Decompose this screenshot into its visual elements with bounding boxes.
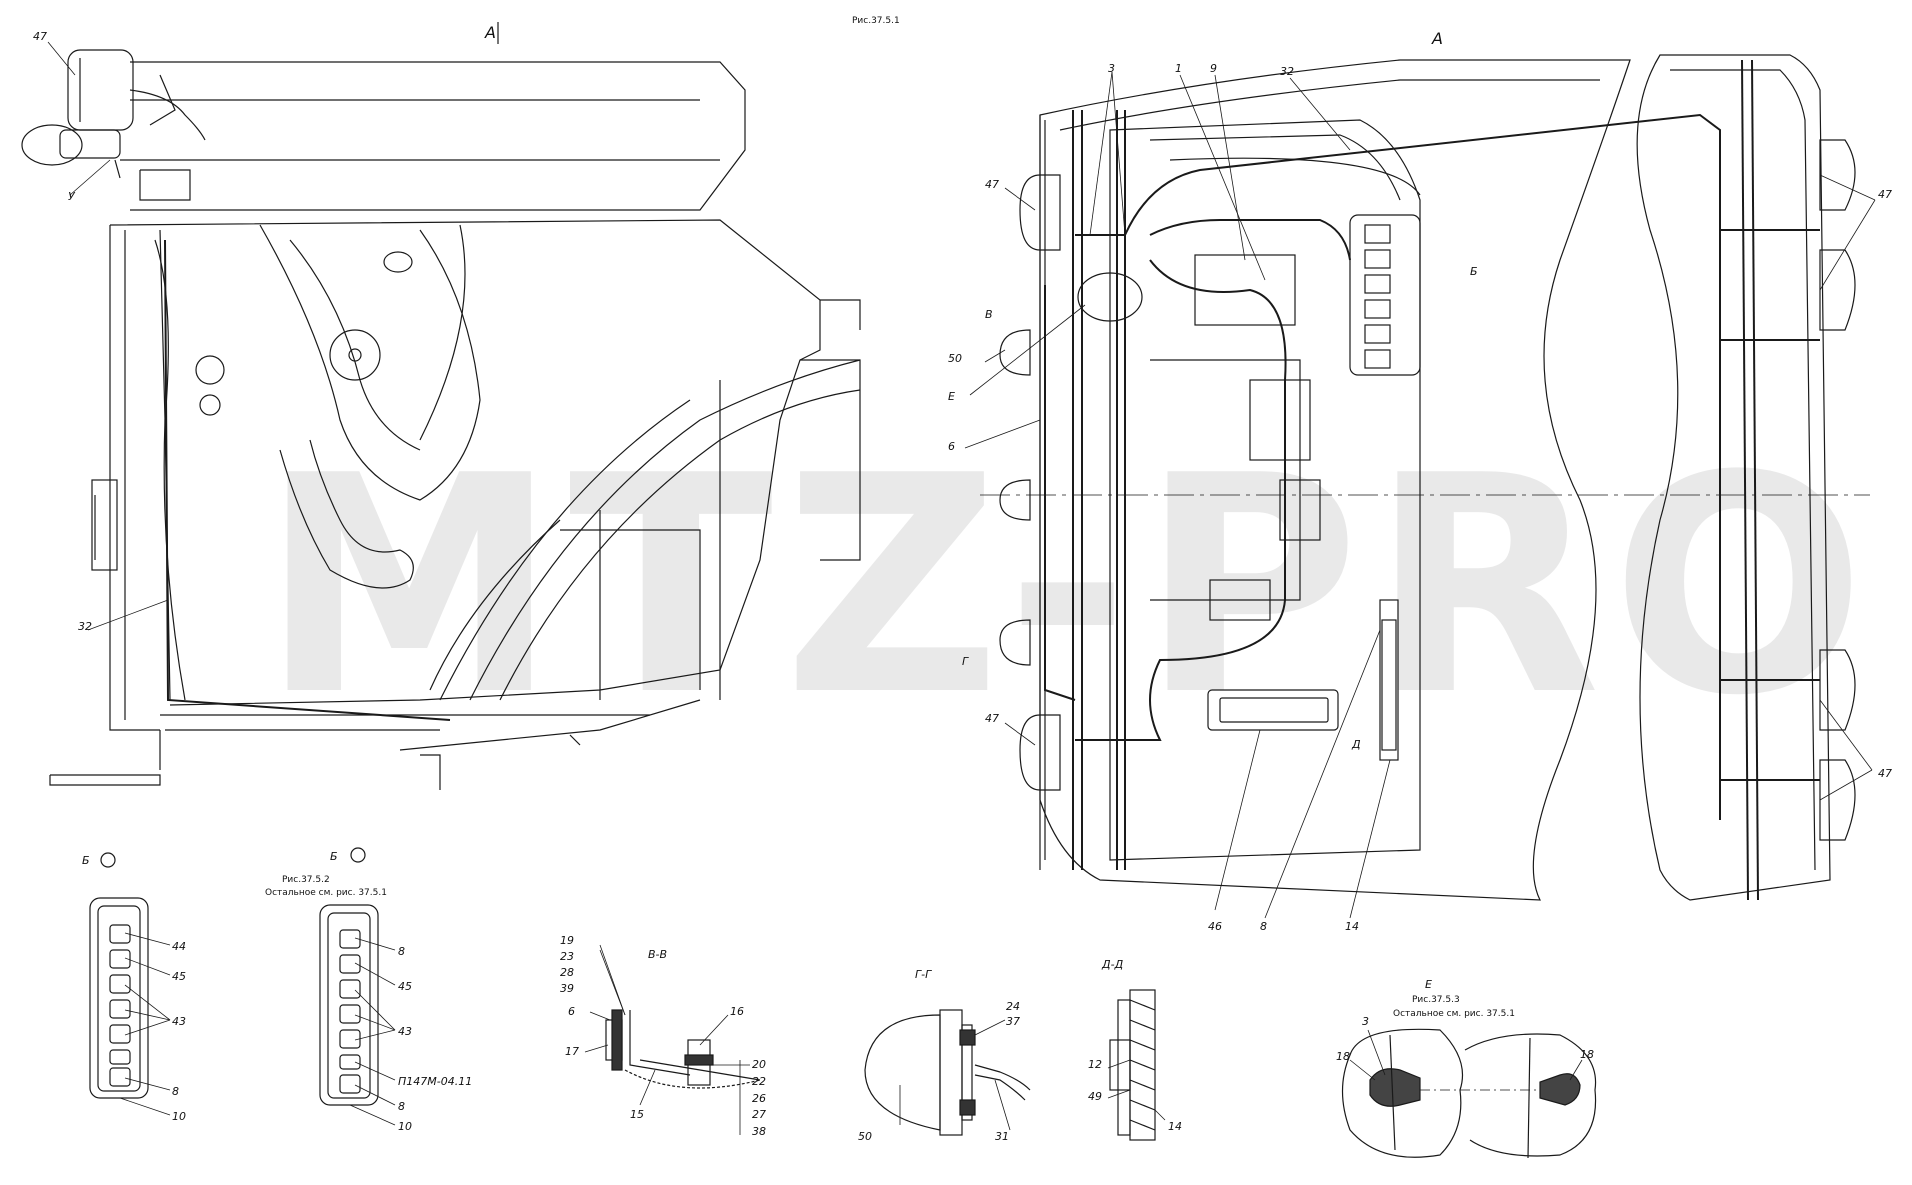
beacon-50 xyxy=(864,1014,941,1131)
callout-u: У xyxy=(68,190,76,203)
vv-15: 15 xyxy=(630,1108,644,1121)
section-gg-title: Г-Г xyxy=(915,968,932,981)
section-vv-title: В-В xyxy=(648,948,667,961)
gg-31: 31 xyxy=(995,1130,1009,1143)
e-18a: 18 xyxy=(1336,1050,1350,1063)
section-vv xyxy=(584,944,761,1135)
section-mark-g: Г xyxy=(962,655,969,668)
b2-8b: 8 xyxy=(398,1100,405,1113)
vv-26: 26 xyxy=(752,1092,766,1105)
watermark: MTZ-PRO xyxy=(260,412,1876,761)
vv-22: 22 xyxy=(752,1075,766,1088)
harness-32-left xyxy=(164,239,451,721)
callout-e: Е xyxy=(948,390,955,403)
vv-17: 17 xyxy=(565,1045,579,1058)
section-dd-title: Д-Д xyxy=(1101,958,1124,971)
vv-19: 19 xyxy=(560,934,574,947)
view-b1-title: Б xyxy=(82,854,90,867)
left-callouts xyxy=(47,41,169,631)
vv-6: 6 xyxy=(568,1005,575,1018)
figure-ref: Рис.37.5.1 xyxy=(852,16,900,26)
module-9 xyxy=(1194,254,1296,326)
lamp-47-tl xyxy=(1019,174,1061,251)
callout-14: 14 xyxy=(1345,920,1359,933)
b1-10: 10 xyxy=(172,1110,186,1123)
callout-3: 3 xyxy=(1108,62,1115,75)
callout-47-br: 47 xyxy=(1878,767,1892,780)
vv-23: 23 xyxy=(560,950,574,963)
callout-46: 46 xyxy=(1208,920,1222,933)
vv-28: 28 xyxy=(560,966,574,979)
dd-12: 12 xyxy=(1088,1058,1102,1071)
callout-47-tr: 47 xyxy=(1878,188,1892,201)
callout-50: 50 xyxy=(948,352,962,365)
view-e-ref: Рис.37.5.3 xyxy=(1412,995,1460,1005)
callout-8: 8 xyxy=(1260,920,1267,933)
gg-37: 37 xyxy=(1006,1015,1020,1028)
lamp-47-bl xyxy=(1019,714,1061,791)
view-e xyxy=(1341,1028,1597,1159)
callout-6: 6 xyxy=(948,440,955,453)
strip-14 xyxy=(1379,599,1399,761)
lamp-dome-left xyxy=(21,124,83,166)
section-mark-d: Д xyxy=(1351,738,1361,751)
view-e-note: Остальное см. рис. 37.5.1 xyxy=(1393,1009,1515,1019)
lamp-47-tr1 xyxy=(1819,139,1856,211)
lamp-47-left xyxy=(67,49,134,131)
view-b2-note: Остальное см. рис. 37.5.1 xyxy=(265,888,387,898)
callout-1: 1 xyxy=(1175,62,1182,75)
view-b2-ref: Рис.37.5.2 xyxy=(282,875,330,885)
vv-27: 27 xyxy=(752,1108,766,1121)
b2-p147: П147М-04.11 xyxy=(398,1075,472,1088)
b2-10: 10 xyxy=(398,1120,412,1133)
section-gg xyxy=(864,1009,1031,1136)
vv-16: 16 xyxy=(730,1005,744,1018)
gg-50: 50 xyxy=(858,1130,872,1143)
e-3: 3 xyxy=(1362,1015,1369,1028)
switch-block xyxy=(1349,214,1421,376)
callout-47-left: 47 xyxy=(33,30,47,43)
callout-47-bl: 47 xyxy=(985,712,999,725)
section-dd xyxy=(1107,989,1166,1141)
right-view-title: А xyxy=(1431,29,1443,48)
b2-45: 45 xyxy=(398,980,412,993)
vv-20: 20 xyxy=(752,1058,766,1071)
b2-8a: 8 xyxy=(398,945,405,958)
callout-32-left: 32 xyxy=(78,620,92,633)
left-view: А xyxy=(21,22,861,790)
b1-43: 43 xyxy=(172,1015,186,1028)
detail-e-circle xyxy=(1077,272,1143,322)
right-callouts xyxy=(964,71,1876,919)
view-b1 xyxy=(89,852,171,1116)
b1-44: 44 xyxy=(172,940,186,953)
b2-43: 43 xyxy=(398,1025,412,1038)
vv-38: 38 xyxy=(752,1125,766,1138)
label-b-right: Б xyxy=(1470,265,1478,278)
callout-32-right: 32 xyxy=(1280,65,1294,78)
left-view-title: А xyxy=(484,23,496,42)
view-b2-title: Б xyxy=(330,850,338,863)
callout-9: 9 xyxy=(1210,62,1217,75)
view-b2 xyxy=(319,847,396,1126)
b1-8: 8 xyxy=(172,1085,179,1098)
vv-39: 39 xyxy=(560,982,574,995)
section-mark-v: В xyxy=(985,308,993,321)
module-46 xyxy=(1207,689,1339,731)
e-18b: 18 xyxy=(1580,1048,1594,1061)
right-view: А xyxy=(980,29,1870,901)
b1-45: 45 xyxy=(172,970,186,983)
dd-14: 14 xyxy=(1168,1120,1182,1133)
dd-49: 49 xyxy=(1088,1090,1102,1103)
callout-47-tl: 47 xyxy=(985,178,999,191)
harness-main xyxy=(1075,113,1721,820)
lamp-47-br1 xyxy=(1819,649,1856,731)
lamp-47-br2 xyxy=(1819,759,1856,841)
view-e-title: Е xyxy=(1425,978,1432,991)
lamp-47-tr2 xyxy=(1819,249,1856,331)
gg-24: 24 xyxy=(1006,1000,1020,1013)
